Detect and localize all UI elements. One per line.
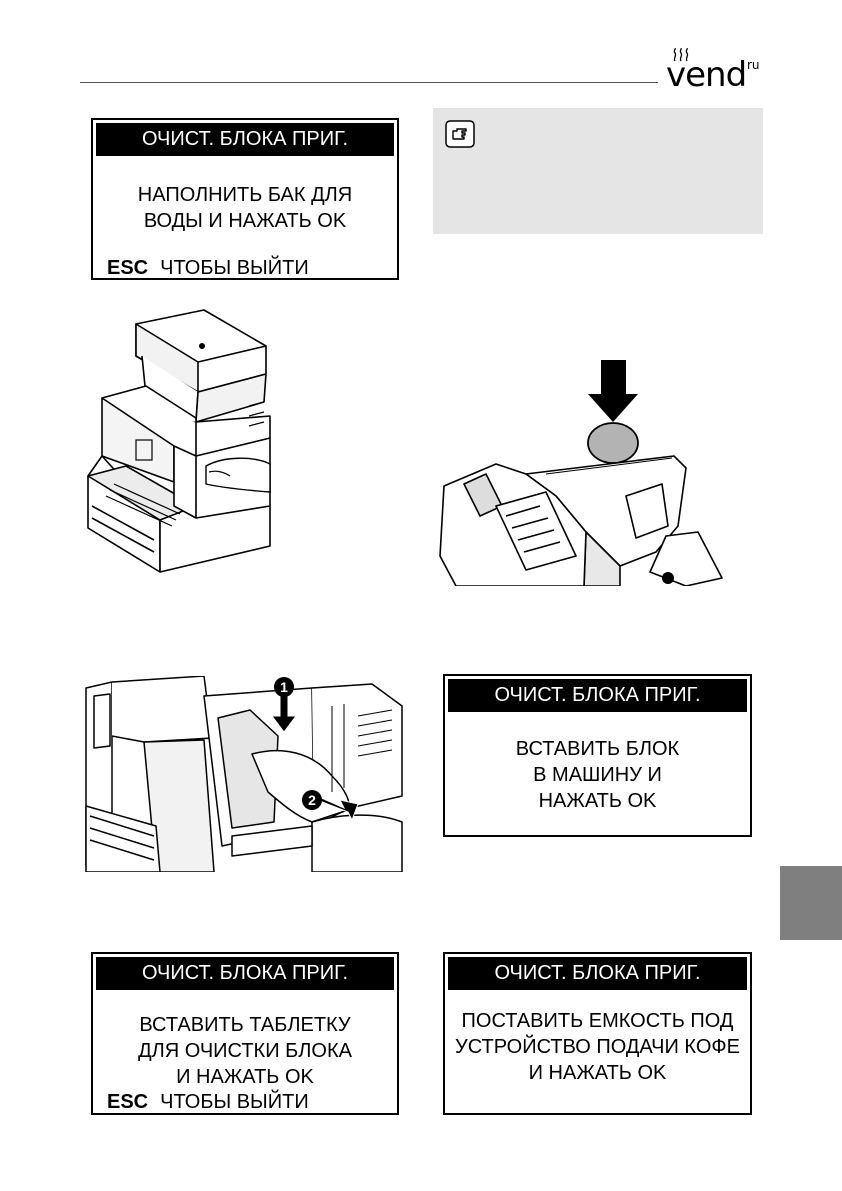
display-message: ВСТАВИТЬ БЛОК В МАШИНУ И НАЖАТЬ OK [445,736,750,814]
esc-hint: ESC ЧТОБЫ ВЫЙТИ [107,256,309,280]
brew-unit-tablet-illustration [439,360,723,586]
svg-text:1: 1 [280,679,288,695]
display-message: ВСТАВИТЬ ТАБЛЕТКУ ДЛЯ ОЧИСТКИ БЛОКА И НА… [93,1012,397,1090]
display-line: ПОСТАВИТЬ ЕМКОСТЬ ПОД [461,1010,734,1032]
display-screen-insert-unit: ОЧИСТ. БЛОКА ПРИГ. ВСТАВИТЬ БЛОК В МАШИН… [443,674,752,837]
insert-arrow-icon [271,693,297,733]
logo-text: vend [666,55,747,95]
esc-hint-text: ЧТОБЫ ВЫЙТИ [160,257,309,279]
display-title: ОЧИСТ. БЛОКА ПРИГ. [96,123,394,156]
step-marker-2: 2 [302,790,322,810]
display-message: ПОСТАВИТЬ ЕМКОСТЬ ПОД УСТРОЙСТВО ПОДАЧИ … [445,1008,750,1086]
steam-icon [673,48,689,62]
display-line: И НАЖАТЬ OK [528,1062,667,1084]
display-line: ВОДЫ И НАЖАТЬ OK [143,210,347,232]
note-box [433,108,763,234]
display-line: ВСТАВИТЬ БЛОК [515,738,680,760]
pointing-hand-icon [445,120,475,148]
insert-brew-unit-illustration: 1 2 [85,676,403,872]
display-title: ОЧИСТ. БЛОКА ПРИГ. [448,679,747,712]
display-title: ОЧИСТ. БЛОКА ПРИГ. [448,957,747,990]
display-line: В МАШИНУ И [533,764,662,786]
section-tab [780,866,842,940]
svg-text:2: 2 [308,792,316,808]
vend-logo: vend ru [664,48,774,95]
esc-hint-text: ЧТОБЫ ВЫЙТИ [160,1091,309,1113]
cleaning-tablet [587,422,639,464]
step-marker-1: 1 [274,677,294,697]
display-screen-fill-tank: ОЧИСТ. БЛОКА ПРИГ. НАПОЛНИТЬ БАК ДЛЯ ВОД… [91,118,399,280]
display-screen-place-container: ОЧИСТ. БЛОКА ПРИГ. ПОСТАВИТЬ ЕМКОСТЬ ПОД… [443,952,752,1115]
header-rule [80,82,658,83]
esc-hint: ESC ЧТОБЫ ВЫЙТИ [107,1090,309,1114]
esc-key-label: ESC [107,257,149,279]
display-line: ВСТАВИТЬ ТАБЛЕТКУ [139,1014,351,1036]
display-screen-insert-tablet: ОЧИСТ. БЛОКА ПРИГ. ВСТАВИТЬ ТАБЛЕТКУ ДЛЯ… [91,952,399,1115]
down-arrow-icon [588,360,638,422]
display-line: НАПОЛНИТЬ БАК ДЛЯ [137,184,353,206]
display-line: НАЖАТЬ OK [538,790,657,812]
display-line: УСТРОЙСТВО ПОДАЧИ КОФЕ [455,1036,740,1058]
coffee-machine-illustration [87,309,271,573]
display-message: НАПОЛНИТЬ БАК ДЛЯ ВОДЫ И НАЖАТЬ OK [93,182,397,234]
display-title: ОЧИСТ. БЛОКА ПРИГ. [96,957,394,990]
esc-key-label: ESC [107,1091,149,1113]
display-line: И НАЖАТЬ OK [176,1066,314,1088]
display-line: ДЛЯ ОЧИСТКИ БЛОКА [138,1040,352,1062]
logo-superscript: ru [747,58,760,72]
